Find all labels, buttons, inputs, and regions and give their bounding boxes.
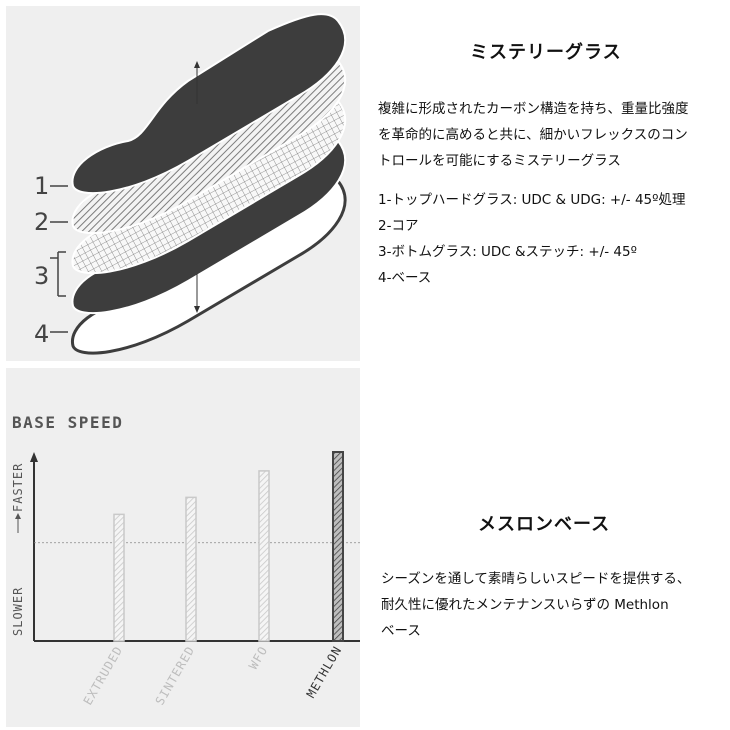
bar-methlon (332, 451, 344, 642)
spec-item: 2-コア (378, 218, 419, 234)
layer-label-3: 3 (34, 262, 49, 290)
spec-item: 4-ベース (378, 270, 432, 286)
bar-wfo (258, 470, 270, 642)
down-arrow-icon (194, 274, 200, 313)
section2-description-line: 耐久性に優れたメンテナンスいらずの Methlon (381, 597, 669, 613)
section2-description-line: ベース (381, 623, 421, 639)
label-3-bracket (50, 251, 66, 297)
category-label-methlon: METHLON (304, 644, 345, 701)
section1-description: 複雑に形成されたカーボン構造を持ち、重量比強度 を革命的に高めると共に、細かいフ… (378, 96, 689, 174)
section1-description-line: 複雑に形成されたカーボン構造を持ち、重量比強度 (378, 101, 689, 117)
layer-label-4: 4 (34, 320, 49, 348)
category-labels-group: EXTRUDED SINTERED WFO METHLON (81, 644, 345, 708)
section1-description-line: トロールを可能にするミステリーグラス (378, 153, 621, 169)
chart-title: BASE SPEED (12, 413, 123, 432)
board-layers-illustration: 1 2 3 4 (34, 13, 347, 355)
layer-label-1: 1 (34, 172, 49, 200)
spec-item: 1-トップハードグラス: UDC & UDG: +/- 45º処理 (378, 192, 686, 208)
y-label-arrow-icon (15, 513, 21, 533)
y-label-slower: SLOWER (11, 587, 25, 636)
section2-title: メスロンベース (478, 514, 611, 535)
layer-label-2: 2 (34, 208, 49, 236)
base-speed-chart: BASE SPEED SLOWER FASTER EXTRUDED SINTERE… (11, 413, 360, 708)
base-speed-chart-panel: BASE SPEED SLOWER FASTER EXTRUDED SINTERE… (6, 368, 360, 727)
bars-group (113, 451, 344, 642)
category-label-wfo: WFO (246, 644, 270, 672)
section2-description: シーズンを通して素晴らしいスピードを提供する、 耐久性に優れたメンテナンスいらず… (381, 566, 690, 644)
bar-sintered (185, 496, 197, 642)
section1-title: ミステリーグラス (470, 42, 622, 63)
bar-extruded (113, 513, 125, 642)
section1-specs-list: 1-トップハードグラス: UDC & UDG: +/- 45º処理 2-コア 3… (378, 187, 685, 291)
category-label-sintered: SINTERED (153, 644, 198, 708)
section2-description-line: シーズンを通して素晴らしいスピードを提供する、 (381, 571, 691, 587)
spec-item: 3-ボトムグラス: UDC &ステッチ: +/- 45º (378, 244, 637, 260)
layers-illustration-panel: 1 2 3 4 (6, 6, 360, 361)
category-label-extruded: EXTRUDED (81, 644, 126, 708)
y-label-faster: FASTER (11, 463, 25, 512)
y-axis-arrow-icon (30, 452, 38, 462)
up-arrow-icon (194, 61, 200, 104)
section1-description-line: を革命的に高めると共に、細かいフレックスのコン (378, 127, 688, 143)
